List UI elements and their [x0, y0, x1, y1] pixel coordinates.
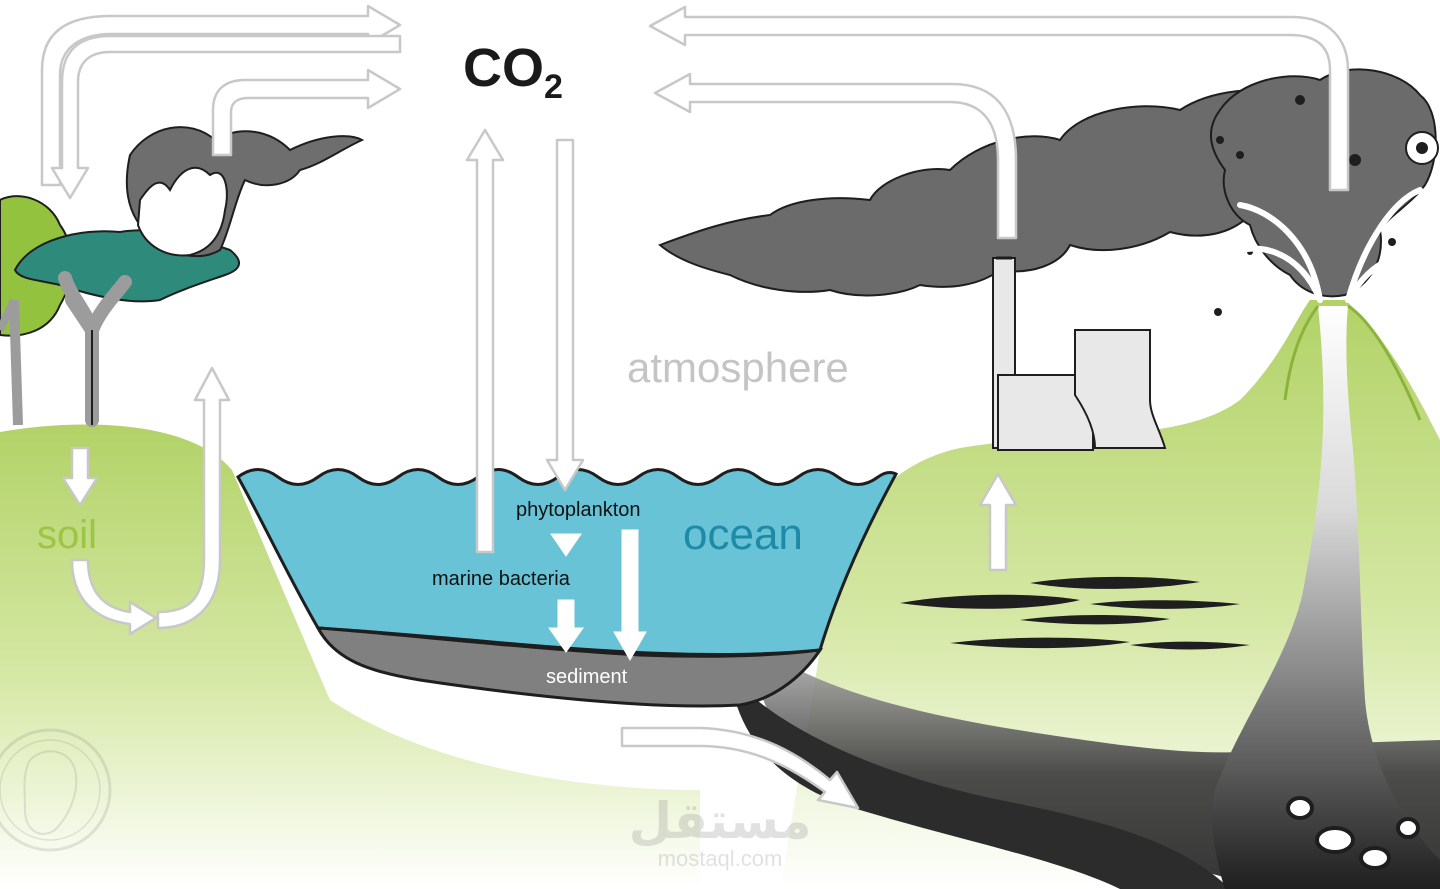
sediment-label: sediment	[546, 666, 628, 688]
volcano-left-flank	[1283, 305, 1320, 401]
co2-subscript: 2	[544, 68, 563, 106]
volcano-plume	[1209, 68, 1439, 316]
arrow-sediment-to-rock	[620, 726, 860, 810]
mostaql-watermark: مستقل mostaql.com	[629, 792, 812, 871]
co2-title: CO2	[463, 38, 563, 106]
arrow-factory-to-co2	[653, 72, 1018, 240]
arrow-co2-to-phytoplankton	[545, 138, 585, 492]
arrow-soil-cycle	[70, 558, 158, 636]
land-left	[0, 424, 700, 889]
phytoplankton-label: phytoplankton	[516, 499, 641, 521]
arrow-ground-to-soil	[61, 446, 99, 507]
arrow-fossil-to-factory	[978, 472, 1018, 572]
ocean-label: ocean	[683, 510, 803, 559]
ocean-sediment	[315, 626, 824, 708]
atmosphere-label: atmosphere	[627, 344, 849, 391]
arrow-volcano-to-co2	[648, 5, 1350, 192]
arrow-tree-respiration-to-co2	[40, 4, 402, 187]
arrow-phytoplankton-to-bacteria	[550, 533, 582, 557]
watermark-url: mostaql.com	[658, 846, 783, 871]
arrow-soil-up	[156, 366, 231, 630]
forest-fire	[125, 126, 365, 258]
fossil-fuel-deposits	[900, 576, 1250, 650]
arrow-ocean-to-co2	[465, 128, 505, 554]
soil-label: soil	[37, 513, 97, 557]
magma-chamber	[1286, 796, 1420, 870]
institution-seal	[0, 728, 112, 852]
arrow-co2-to-tree	[50, 34, 402, 200]
power-plant	[992, 256, 1167, 451]
arrow-fire-to-co2	[211, 68, 402, 157]
watermark-arabic: مستقل	[629, 792, 812, 850]
volcano-vent	[1212, 306, 1440, 889]
tree-left	[0, 195, 73, 426]
ocean-water	[236, 468, 899, 657]
marine-bacteria-label: marine bacteria	[432, 568, 571, 590]
ocean-arrows	[548, 529, 647, 662]
rock-channel	[735, 690, 1230, 889]
arrow-bacteria-to-sediment	[548, 599, 584, 653]
arrows	[40, 4, 1350, 810]
arrow-phytoplankton-to-sediment	[613, 529, 647, 662]
volcano-right-flank	[1347, 304, 1422, 421]
